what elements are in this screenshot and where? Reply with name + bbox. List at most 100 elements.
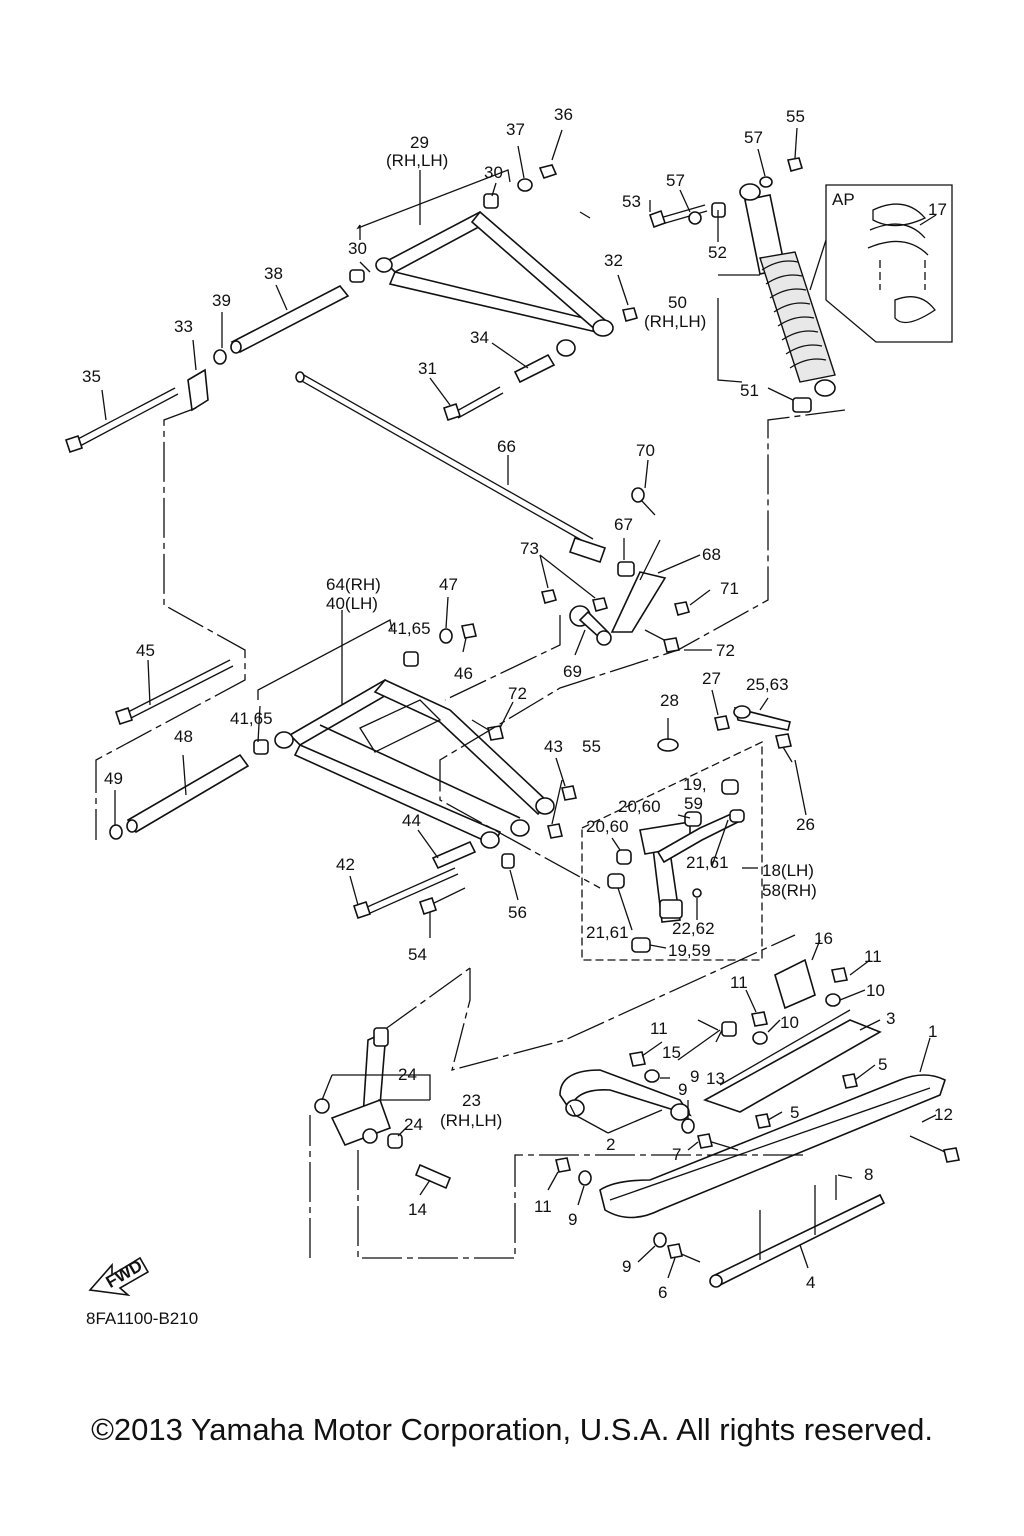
- callout-5a: 5: [878, 1055, 887, 1074]
- callout-71: 71: [720, 579, 739, 598]
- callout-5b: 5: [790, 1103, 799, 1122]
- callout-46: 46: [454, 664, 473, 683]
- callout-1: 1: [928, 1022, 937, 1041]
- callout-57b: 57: [744, 128, 763, 147]
- callout-50-sub: (RH,LH): [644, 312, 706, 331]
- callout-7: 7: [672, 1145, 681, 1164]
- callout-4: 4: [806, 1273, 815, 1292]
- callout-73: 73: [520, 539, 539, 558]
- callout-24b: 24: [404, 1115, 423, 1134]
- callout-68: 68: [702, 545, 721, 564]
- callout-38: 38: [264, 264, 283, 283]
- callout-34: 34: [470, 328, 489, 347]
- callout-22-62: 22,62: [672, 919, 715, 938]
- callout-20-60a: 20,60: [618, 797, 661, 816]
- callout-54: 54: [408, 945, 427, 964]
- callout-64: 64(RH): [326, 575, 381, 594]
- callout-20-60b: 20,60: [586, 817, 629, 836]
- callout-39: 39: [212, 291, 231, 310]
- fwd-arrow-icon: FWD: [88, 1256, 150, 1297]
- callout-57a: 57: [666, 171, 685, 190]
- callout-30a: 30: [484, 163, 503, 182]
- upper-a-arm-group: [64, 129, 639, 454]
- callout-29: 29: [410, 133, 429, 152]
- callout-72a: 72: [716, 641, 735, 660]
- callout-11d: 11: [534, 1197, 552, 1216]
- connector-lines: [95, 407, 846, 889]
- callout-24a: 24: [398, 1065, 417, 1084]
- lower-a-arm-group: [109, 596, 577, 938]
- callout-31: 31: [418, 359, 437, 378]
- callout-12: 12: [934, 1105, 953, 1124]
- callout-59a: 59: [684, 794, 703, 813]
- spindle-group: [581, 689, 807, 961]
- callout-11c: 11: [650, 1019, 668, 1038]
- callout-50: 50: [668, 293, 687, 312]
- ski-group: [309, 934, 960, 1288]
- callout-36: 36: [554, 105, 573, 124]
- callout-56: 56: [508, 903, 527, 922]
- callout-21-61a: 21,61: [686, 853, 729, 872]
- callout-43: 43: [544, 737, 563, 756]
- callout-70: 70: [636, 441, 655, 460]
- callout-9b: 9: [678, 1080, 687, 1099]
- callout-69: 69: [563, 662, 582, 681]
- callout-28: 28: [660, 691, 679, 710]
- callout-9c: 9: [568, 1210, 577, 1229]
- callout-10b: 10: [780, 1013, 799, 1032]
- callout-51: 51: [740, 381, 759, 400]
- steering-rod-group: [295, 371, 712, 656]
- callout-32: 32: [604, 251, 623, 270]
- callout-55a: 55: [786, 107, 805, 126]
- callout-26: 26: [796, 815, 815, 834]
- callout-49: 49: [104, 769, 123, 788]
- callout-44: 44: [402, 811, 421, 830]
- callout-19a: 19,: [683, 775, 707, 794]
- callout-37: 37: [506, 120, 525, 139]
- callout-16: 16: [814, 929, 833, 948]
- diagram-code: 8FA1100-B210: [86, 1309, 198, 1328]
- callout-9d: 9: [622, 1257, 631, 1276]
- callout-ap: AP: [832, 190, 855, 209]
- callout-48: 48: [174, 727, 193, 746]
- callout-3: 3: [886, 1009, 895, 1028]
- callout-19-59b: 19,59: [668, 941, 711, 960]
- callout-14: 14: [408, 1200, 427, 1219]
- callout-41-65b: 41,65: [230, 709, 273, 728]
- callout-52: 52: [708, 243, 727, 262]
- callout-18: 18(LH): [762, 861, 814, 880]
- callout-11b: 11: [730, 973, 748, 992]
- callout-13: 13: [706, 1069, 725, 1088]
- callout-labels: 29 (RH,LH) 37 36 30 30 38 39 33 35 32 34…: [82, 105, 953, 1302]
- callout-27: 27: [702, 669, 721, 688]
- callout-9a: 9: [690, 1067, 699, 1086]
- callout-66: 66: [497, 437, 516, 456]
- callout-29-sub: (RH,LH): [386, 151, 448, 170]
- callout-25-63: 25,63: [746, 675, 789, 694]
- callout-53: 53: [622, 192, 641, 211]
- callout-55b: 55: [582, 737, 601, 756]
- callout-67: 67: [614, 515, 633, 534]
- callout-40: 40(LH): [326, 594, 378, 613]
- shock-absorber-group: [579, 127, 953, 413]
- callout-35: 35: [82, 367, 101, 386]
- callout-8: 8: [864, 1165, 873, 1184]
- callout-17: 17: [928, 200, 947, 219]
- callout-11a: 11: [864, 947, 882, 966]
- callout-23-sub: (RH,LH): [440, 1111, 502, 1130]
- callout-15: 15: [662, 1043, 681, 1062]
- callout-47: 47: [439, 575, 458, 594]
- callout-58: 58(RH): [762, 881, 817, 900]
- callout-42: 42: [336, 855, 355, 874]
- callout-10a: 10: [866, 981, 885, 1000]
- callout-21-61b: 21,61: [586, 923, 629, 942]
- callout-23: 23: [462, 1091, 481, 1110]
- callout-72b: 72: [508, 684, 527, 703]
- copyright-notice: ©2013 Yamaha Motor Corporation, U.S.A. A…: [91, 1412, 933, 1447]
- callout-33: 33: [174, 317, 193, 336]
- callout-2: 2: [606, 1135, 615, 1154]
- callout-45: 45: [136, 641, 155, 660]
- callout-6: 6: [658, 1283, 667, 1302]
- callout-41-65a: 41,65: [388, 619, 431, 638]
